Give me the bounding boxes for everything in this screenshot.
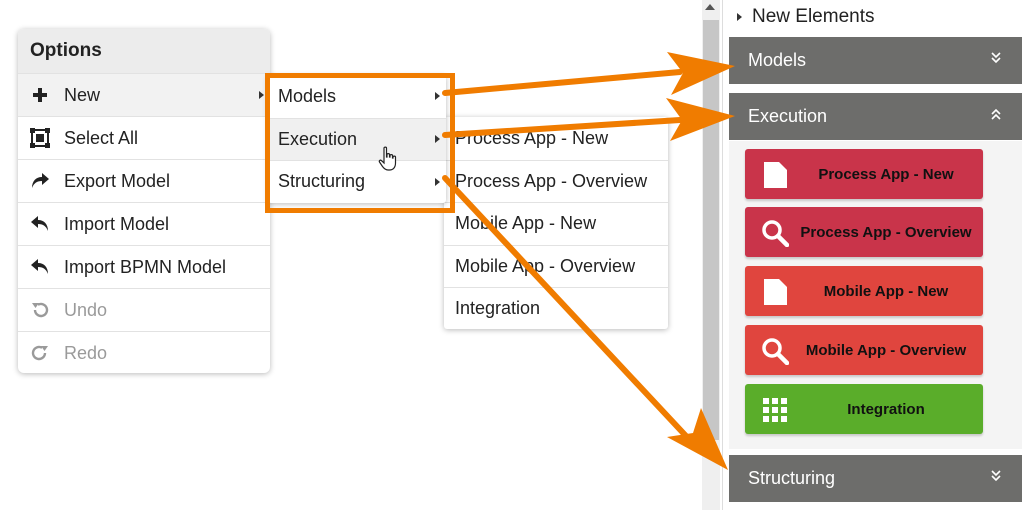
submenu-item-label: Process App - Overview <box>455 170 648 191</box>
menu-item-label: Undo <box>64 299 108 320</box>
menu-item-export-model[interactable]: Export Model <box>18 159 270 202</box>
section-label: Models <box>748 50 807 70</box>
submenu-item-mobile-app-new[interactable]: Mobile App - New <box>444 202 668 245</box>
document-icon <box>761 161 789 189</box>
submenu-item-label: Mobile App - New <box>455 213 597 234</box>
panel-title[interactable]: New Elements <box>737 6 875 28</box>
submenu-item-structuring[interactable]: Structuring <box>268 160 446 203</box>
submenu-item-label: Integration <box>455 298 541 319</box>
panel-title-text: New Elements <box>752 6 875 27</box>
document-icon <box>761 278 789 306</box>
element-label: Integration <box>847 400 925 418</box>
element-label: Mobile App - New <box>823 282 949 300</box>
scrollbar[interactable] <box>702 0 720 510</box>
menu-item-redo[interactable]: Redo <box>18 331 270 373</box>
redo-icon <box>30 343 50 363</box>
menu-item-undo[interactable]: Undo <box>18 288 270 331</box>
new-submenu: Models Execution Structuring <box>268 75 446 203</box>
submenu-item-models[interactable]: Models <box>268 75 446 118</box>
search-icon <box>761 337 789 365</box>
chevron-double-down-icon <box>991 52 1001 64</box>
submenu-caret-icon <box>435 177 440 186</box>
new-elements-panel: New Elements Models Execution Process Ap… <box>722 0 1024 510</box>
select-all-icon <box>30 128 50 148</box>
menu-item-label: Export Model <box>64 170 171 191</box>
submenu-caret-icon <box>435 92 440 101</box>
section-execution[interactable]: Execution <box>729 93 1022 140</box>
menu-item-label: Redo <box>64 342 108 363</box>
grid-icon <box>761 396 789 424</box>
element-label: Mobile App - Overview <box>805 341 967 359</box>
reply-arrow-icon <box>30 257 50 277</box>
element-mobile-app-overview[interactable]: Mobile App - Overview <box>745 325 983 375</box>
submenu-item-label: Mobile App - Overview <box>455 255 636 276</box>
section-models[interactable]: Models <box>729 37 1022 84</box>
arrow-to-models <box>442 69 683 96</box>
collapse-triangle-icon <box>737 13 742 21</box>
reply-arrow-icon <box>30 214 50 234</box>
element-integration[interactable]: Integration <box>745 384 983 434</box>
menu-item-new[interactable]: New <box>18 73 270 116</box>
execution-elements-area: Process App - New Process App - Overview… <box>729 141 1022 449</box>
element-label: Process App - New <box>818 165 954 183</box>
submenu-item-label: Process App - New <box>455 127 609 148</box>
plus-icon <box>30 85 50 105</box>
options-menu-title: Options <box>18 29 270 73</box>
options-menu: Options New Select All Export Model Impo… <box>18 29 270 373</box>
hand-cursor-icon <box>378 146 397 171</box>
submenu-item-execution[interactable]: Execution <box>268 117 446 160</box>
undo-icon <box>30 300 50 320</box>
element-process-app-overview[interactable]: Process App - Overview <box>745 207 983 257</box>
submenu-item-label: Structuring <box>278 171 366 192</box>
submenu-item-label: Models <box>278 85 337 106</box>
submenu-item-label: Execution <box>278 128 358 149</box>
section-structuring[interactable]: Structuring <box>729 455 1022 502</box>
section-label: Execution <box>748 106 828 126</box>
element-label: Process App - Overview <box>800 223 972 241</box>
menu-item-label: New <box>64 84 101 105</box>
chevron-double-up-icon <box>991 108 1001 120</box>
menu-item-label: Import Model <box>64 213 170 234</box>
menu-item-label: Import BPMN Model <box>64 256 227 277</box>
submenu-caret-icon <box>435 135 440 144</box>
chevron-double-down-icon <box>991 470 1001 482</box>
menu-item-import-bpmn-model[interactable]: Import BPMN Model <box>18 245 270 288</box>
element-mobile-app-new[interactable]: Mobile App - New <box>745 266 983 316</box>
submenu-item-process-app-overview[interactable]: Process App - Overview <box>444 159 668 203</box>
submenu-item-integration[interactable]: Integration <box>444 287 668 329</box>
menu-item-label: Select All <box>64 127 139 148</box>
submenu-item-process-app-new[interactable]: Process App - New <box>444 117 668 160</box>
menu-item-import-model[interactable]: Import Model <box>18 202 270 245</box>
scroll-up-arrow-icon[interactable] <box>705 4 715 10</box>
share-arrow-icon <box>30 171 50 191</box>
element-process-app-new[interactable]: Process App - New <box>745 149 983 199</box>
execution-submenu: Process App - New Process App - Overview… <box>444 117 668 329</box>
search-icon <box>761 219 789 247</box>
submenu-item-mobile-app-overview[interactable]: Mobile App - Overview <box>444 244 668 288</box>
scrollbar-thumb[interactable] <box>703 20 719 440</box>
section-label: Structuring <box>748 468 836 488</box>
submenu-caret-icon <box>259 91 264 99</box>
menu-item-select-all[interactable]: Select All <box>18 116 270 159</box>
